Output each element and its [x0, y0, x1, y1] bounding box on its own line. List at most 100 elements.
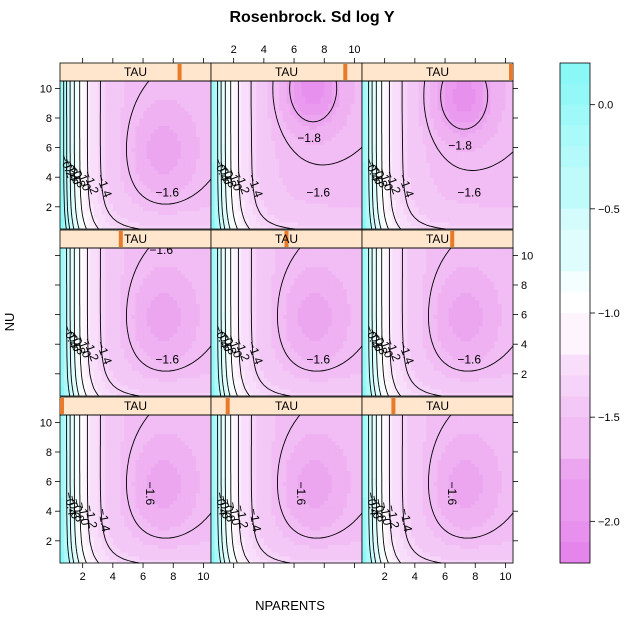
level-cell	[468, 85, 472, 89]
level-cell	[268, 162, 272, 166]
level-cell	[490, 192, 494, 196]
level-cell	[98, 199, 102, 203]
level-cell	[128, 144, 132, 148]
level-cell	[75, 137, 79, 141]
level-cell	[400, 162, 404, 166]
level-cell	[336, 222, 340, 226]
level-cell	[271, 170, 275, 174]
level-cell	[445, 166, 449, 170]
level-cell	[373, 100, 377, 104]
level-cell	[475, 218, 479, 222]
level-cell	[317, 103, 321, 107]
tick-label: 2	[46, 202, 52, 214]
level-cell	[415, 85, 419, 89]
level-cell	[234, 114, 238, 118]
level-cell	[132, 162, 136, 166]
level-cell	[339, 211, 343, 215]
level-cell	[132, 218, 136, 222]
level-cell	[71, 137, 75, 141]
level-cell	[411, 162, 415, 166]
level-cell	[411, 155, 415, 159]
level-cell	[343, 222, 347, 226]
level-cell	[158, 140, 162, 144]
level-cell	[200, 107, 204, 111]
level-cell	[347, 140, 351, 144]
level-cell	[264, 166, 268, 170]
level-cell	[343, 111, 347, 115]
level-cell	[404, 111, 408, 115]
level-cell	[502, 100, 506, 104]
level-cell	[430, 192, 434, 196]
level-cell	[192, 107, 196, 111]
level-cell	[188, 81, 192, 85]
level-cell	[302, 107, 306, 111]
level-cell	[407, 166, 411, 170]
level-cell	[200, 85, 204, 89]
level-cell	[166, 159, 170, 163]
level-cell	[407, 140, 411, 144]
level-cell	[426, 92, 430, 96]
level-cell	[275, 214, 279, 218]
tick-label: 4	[261, 44, 267, 56]
level-cell	[290, 81, 294, 85]
level-cell	[471, 137, 475, 141]
level-cell	[505, 133, 509, 137]
level-cell	[324, 140, 328, 144]
level-cell	[60, 385, 64, 389]
level-cell	[200, 137, 204, 141]
level-cell	[245, 207, 249, 211]
level-cell	[143, 207, 147, 211]
level-cell	[283, 181, 287, 185]
level-cell	[411, 122, 415, 126]
level-cell	[234, 133, 238, 137]
level-cell	[494, 107, 498, 111]
level-cell	[109, 114, 113, 118]
level-cell	[185, 100, 189, 104]
level-cell	[215, 92, 219, 96]
level-cell	[139, 144, 143, 148]
level-cell	[362, 88, 366, 92]
level-cell	[245, 85, 249, 89]
level-cell	[283, 148, 287, 152]
level-cell	[487, 185, 491, 189]
level-cell	[354, 181, 358, 185]
level-cell	[287, 122, 291, 126]
level-cell	[234, 103, 238, 107]
level-cell	[441, 188, 445, 192]
level-cell	[64, 114, 68, 118]
level-cell	[139, 155, 143, 159]
level-cell	[336, 170, 340, 174]
level-cell	[294, 177, 298, 181]
level-cell	[185, 88, 189, 92]
level-cell	[226, 111, 230, 115]
level-cell	[203, 103, 207, 107]
level-cell	[290, 218, 294, 222]
level-cell	[283, 192, 287, 196]
level-cell	[434, 85, 438, 89]
level-cell	[109, 85, 113, 89]
level-cell	[430, 81, 434, 85]
level-cell	[245, 88, 249, 92]
level-cell	[154, 181, 158, 185]
level-cell	[185, 188, 189, 192]
level-cell	[185, 111, 189, 115]
level-cell	[392, 111, 396, 115]
level-cell	[460, 111, 464, 115]
level-cell	[453, 133, 457, 137]
level-cell	[98, 203, 102, 207]
level-cell	[94, 218, 98, 222]
level-cell	[200, 207, 204, 211]
level-cell	[430, 199, 434, 203]
level-cell	[320, 103, 324, 107]
level-cell	[268, 137, 272, 141]
level-cell	[241, 100, 245, 104]
level-cell	[324, 170, 328, 174]
level-cell	[203, 151, 207, 155]
level-cell	[283, 144, 287, 148]
level-cell	[158, 100, 162, 104]
level-cell	[415, 207, 419, 211]
level-cell	[505, 111, 509, 115]
level-cell	[90, 203, 94, 207]
level-cell	[200, 218, 204, 222]
level-cell	[120, 92, 124, 96]
